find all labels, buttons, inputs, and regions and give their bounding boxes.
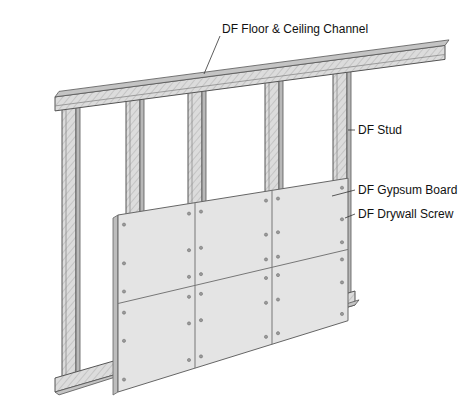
drywall-screw: [264, 233, 267, 236]
drywall-screw: [340, 312, 343, 315]
part-label: DF Floor & Ceiling Channel: [222, 22, 368, 36]
drywall-screw: [187, 358, 190, 361]
gypsum-board: [113, 178, 348, 395]
drywall-screw: [276, 255, 279, 258]
drywall-screw: [122, 311, 125, 314]
drywall-screw: [199, 273, 202, 276]
drywall-screw: [187, 295, 190, 298]
part-label: DF Drywall Screw: [358, 207, 453, 221]
channel-flange: [55, 40, 449, 97]
board-face: [118, 178, 348, 392]
drywall-screw: [199, 355, 202, 358]
leader-line: [345, 214, 355, 218]
board-seam: [272, 190, 273, 344]
part-label: DF Stud: [358, 123, 402, 137]
drywall-screw: [187, 212, 190, 215]
drywall-screw: [276, 332, 279, 335]
channel-edge: [55, 54, 445, 105]
drywall-screw: [340, 186, 343, 189]
leader-line: [204, 36, 220, 74]
drywall-screw: [340, 218, 343, 221]
part-label: DF Gypsum Board: [358, 183, 457, 197]
board-seam: [118, 249, 348, 303]
drywall-screw: [264, 258, 267, 261]
drywall-screw: [199, 210, 202, 213]
drywall-screw: [122, 339, 125, 342]
drywall-screw: [340, 281, 343, 284]
drywall-screw: [276, 197, 279, 200]
drywall-screw: [122, 378, 125, 381]
drywall-screw: [276, 298, 279, 301]
board-edge: [113, 215, 118, 395]
drywall-screw: [199, 319, 202, 322]
leader-lines: [204, 36, 355, 218]
drywall-screw: [276, 273, 279, 276]
drywall-screw: [264, 199, 267, 202]
ceiling-channel: [55, 45, 445, 111]
leader-line: [348, 130, 355, 131]
drywall-screw: [122, 262, 125, 265]
leader-line: [332, 190, 355, 196]
drywall-screw: [122, 223, 125, 226]
steel-stud: [62, 106, 76, 378]
drywall-screw: [199, 246, 202, 249]
drywall-screw: [340, 241, 343, 244]
board-seam: [195, 203, 196, 368]
drywall-screw: [276, 231, 279, 234]
drywall-screw: [199, 292, 202, 295]
drywall-screw: [340, 258, 343, 261]
drywall-screw: [264, 276, 267, 279]
stud-flange: [76, 106, 80, 375]
drywall-screw: [264, 301, 267, 304]
drywall-screw: [122, 290, 125, 293]
drywall-screw: [187, 249, 190, 252]
drywall-screw: [264, 335, 267, 338]
stud-edge: [66, 109, 67, 374]
drywall-screw: [187, 322, 190, 325]
drywall-screw: [187, 275, 190, 278]
